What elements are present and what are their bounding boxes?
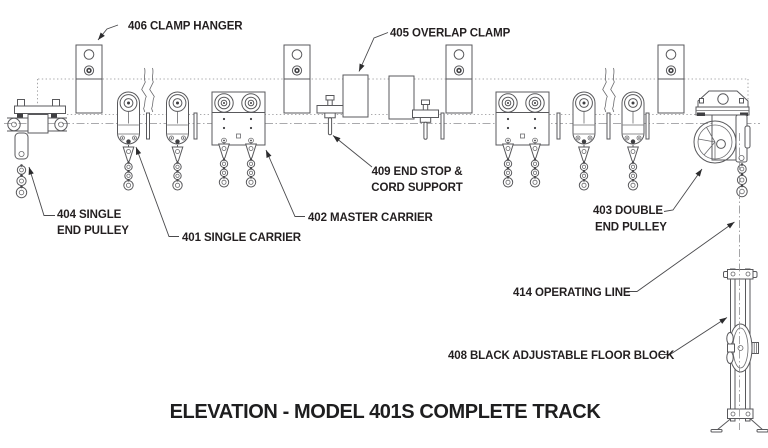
- label-master-carrier: 402 MASTER CARRIER: [308, 212, 434, 224]
- drawing-title: ELEVATION - MODEL 401S COMPLETE TRACK: [170, 401, 602, 423]
- label-double-end-pulley-line1: 403 DOUBLE: [593, 205, 663, 217]
- carrier-chain: [529, 141, 541, 188]
- double-end-pulley: [693, 90, 751, 198]
- overlap-clamp-2: [388, 75, 415, 120]
- overlap-clamp-1: [342, 74, 369, 118]
- carrier-chain: [627, 144, 639, 191]
- leader-402: [265, 149, 305, 217]
- label-overlap-clamp: 405 OVERLAP CLAMP: [390, 28, 511, 40]
- label-single-carrier: 401 SINGLE CARRIER: [182, 232, 302, 244]
- track-splice-bar: [556, 112, 561, 140]
- single-end-pulley: [7, 99, 68, 199]
- leader-405: [358, 32, 389, 72]
- single-carrier-4: [621, 91, 645, 145]
- leader-414: [627, 221, 735, 292]
- clamp-hanger-3: [445, 44, 473, 114]
- label-clamp-hanger: 406 CLAMP HANGER: [128, 21, 243, 33]
- single-carrier-1: [117, 91, 140, 145]
- track-splice-bar: [606, 112, 611, 140]
- end-stop-cord-support-2: [412, 99, 439, 140]
- carrier-chain: [122, 144, 135, 191]
- carrier-chain: [245, 141, 257, 188]
- end-stop-cord-support-1: [316, 95, 344, 136]
- bead-chain: [15, 163, 28, 199]
- track-splice-bar: [645, 112, 650, 140]
- leader-409: [332, 135, 373, 168]
- carrier-chain: [218, 141, 230, 188]
- leader-403: [663, 168, 703, 212]
- bead-chain: [736, 162, 748, 198]
- track-splice-bar: [146, 112, 150, 140]
- label-end-stop-line2: CORD SUPPORT: [371, 182, 463, 194]
- clamp-hanger-2: [283, 44, 311, 114]
- callout-labels: 406 CLAMP HANGER 405 OVERLAP CLAMP 409 E…: [57, 21, 675, 363]
- label-operating-line: 414 OPERATING LINE: [513, 287, 631, 299]
- label-end-stop-line1: 409 END STOP &: [372, 166, 463, 178]
- master-carrier-1: [211, 91, 266, 146]
- label-single-end-pulley-line2: END PULLEY: [57, 225, 129, 237]
- track-break-mark: [602, 67, 616, 113]
- track-splice-bar: [440, 112, 445, 140]
- clamp-hanger-4: [657, 44, 685, 114]
- clamp-hanger-1: [75, 44, 103, 114]
- leader-408: [660, 317, 728, 355]
- single-carrier-3: [572, 91, 596, 145]
- leader-406: [97, 24, 119, 41]
- label-single-end-pulley-line1: 404 SINGLE: [57, 209, 122, 221]
- carrier-chain: [578, 144, 590, 191]
- carrier-chain: [171, 144, 184, 191]
- floor-block: [710, 268, 768, 433]
- track-break-mark: [141, 67, 155, 113]
- label-double-end-pulley-line2: END PULLEY: [595, 222, 667, 234]
- track-splice-bar: [193, 112, 198, 140]
- track-parts: [7, 44, 768, 433]
- carrier-chain: [502, 141, 514, 188]
- leader-401: [135, 146, 179, 237]
- master-carrier-2: [495, 91, 550, 146]
- single-carrier-2: [166, 91, 189, 145]
- label-floor-block: 408 BLACK ADJUSTABLE FLOOR BLOCK: [448, 350, 675, 362]
- leader-lines: [28, 24, 735, 355]
- leader-404: [28, 166, 55, 216]
